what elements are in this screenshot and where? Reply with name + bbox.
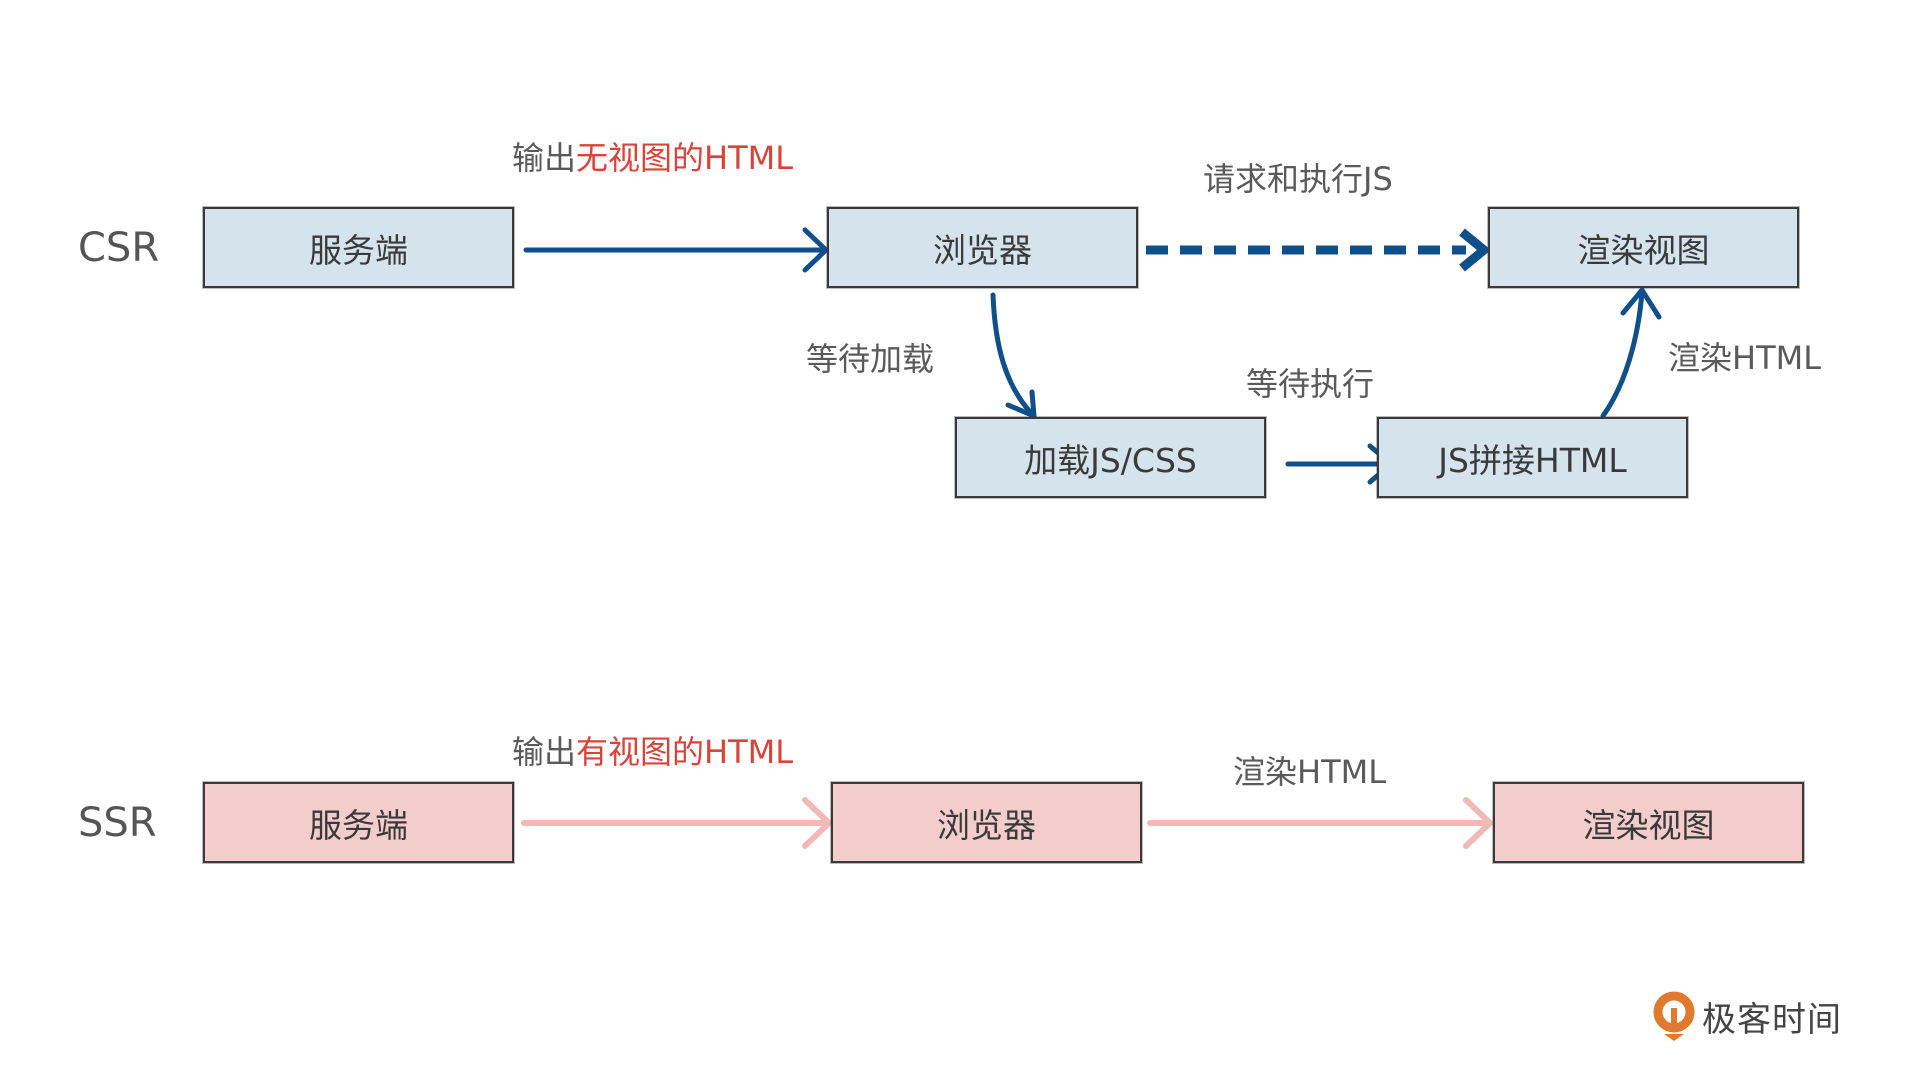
csr-label-highlight: 无视图的HTML bbox=[576, 139, 794, 177]
csr-label-render-html: 渲染HTML bbox=[1668, 339, 1822, 377]
csr-label-prefix: 输出 bbox=[512, 139, 577, 177]
csr-label-wait-load: 等待加载 bbox=[806, 340, 935, 378]
ssr-box-server: 服务端 bbox=[203, 782, 514, 863]
csr-arrow-server-to-browser bbox=[523, 227, 829, 273]
ssr-row-label: SSR bbox=[78, 800, 157, 846]
csr-box-server: 服务端 bbox=[203, 207, 514, 288]
ssr-label-highlight: 有视图的HTML bbox=[576, 733, 794, 771]
csr-arrow-load-to-js bbox=[1285, 443, 1394, 485]
csr-box-browser: 浏览器 bbox=[827, 207, 1138, 288]
csr-label-request-execute-js: 请求和执行JS bbox=[1203, 160, 1393, 198]
csr-box-render-view: 渲染视图 bbox=[1488, 207, 1799, 288]
ssr-label-output-html: 输出有视图的HTML bbox=[512, 736, 793, 768]
geektime-logo: 极客时间 bbox=[1652, 990, 1842, 1042]
csr-label-output-html: 输出无视图的HTML bbox=[512, 142, 793, 174]
csr-box-load-js-css: 加载JS/CSS bbox=[955, 417, 1266, 498]
ssr-box-browser: 浏览器 bbox=[831, 782, 1142, 863]
csr-arrow-js-to-render bbox=[1600, 285, 1662, 419]
ssr-label-render-html: 渲染HTML bbox=[1233, 753, 1387, 791]
geektime-logo-text: 极客时间 bbox=[1702, 999, 1842, 1040]
ssr-label-prefix: 输出 bbox=[512, 733, 577, 771]
ssr-box-render-view: 渲染视图 bbox=[1493, 782, 1804, 863]
csr-arrow-browser-to-render bbox=[1146, 228, 1492, 272]
csr-row-label: CSR bbox=[78, 225, 160, 271]
ssr-arrow-server-to-browser bbox=[521, 797, 832, 849]
csr-box-js-concat-html: JS拼接HTML bbox=[1377, 417, 1688, 498]
geektime-logo-icon bbox=[1653, 991, 1695, 1041]
csr-arrow-browser-to-load bbox=[990, 292, 1037, 420]
csr-label-wait-execute: 等待执行 bbox=[1246, 365, 1375, 403]
ssr-arrow-browser-to-render bbox=[1147, 797, 1493, 849]
